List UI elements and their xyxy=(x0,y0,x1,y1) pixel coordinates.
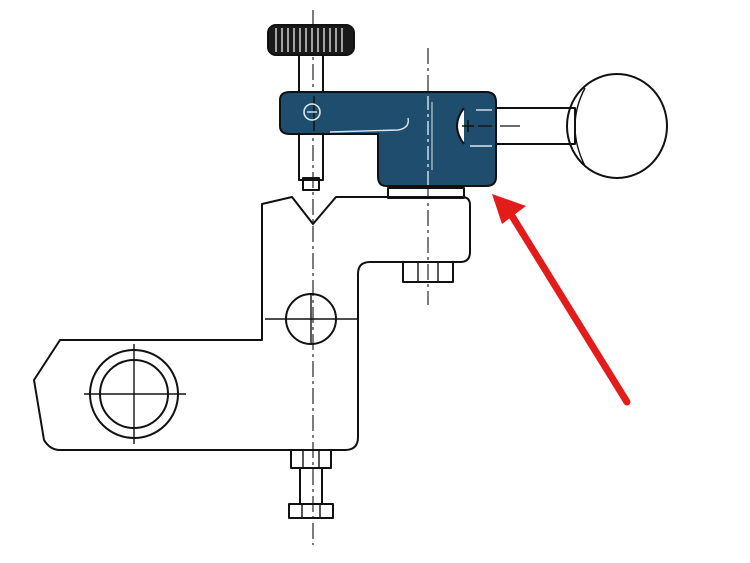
arrow-icon xyxy=(492,194,631,406)
handle-ball xyxy=(566,73,668,179)
clamp-block xyxy=(279,91,497,187)
screw-tip xyxy=(302,177,320,191)
washer xyxy=(387,187,465,199)
clamp-screw-icon xyxy=(303,103,321,121)
bottom-screw-shaft xyxy=(299,467,323,505)
knurled-knob-icon xyxy=(267,24,355,56)
bottom-screw-nut xyxy=(290,449,332,469)
bottom-screw-head xyxy=(288,503,334,519)
hex-nut-icon xyxy=(402,261,454,283)
holder-body xyxy=(33,196,471,451)
